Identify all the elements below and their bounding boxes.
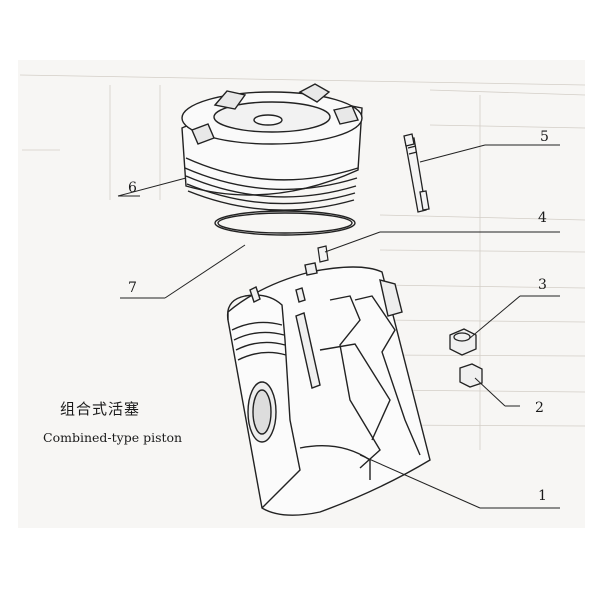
part-1-piston-skirt <box>226 262 431 516</box>
callout-7: 7 <box>128 280 137 296</box>
part-5-stud-bolt <box>403 133 430 213</box>
part-4-pin <box>317 245 329 263</box>
part-6-piston-crown <box>181 83 363 211</box>
part-2-sleeve <box>459 363 483 388</box>
callout-1: 1 <box>538 488 547 504</box>
callout-5: 5 <box>540 129 549 145</box>
callout-3: 3 <box>538 277 547 293</box>
callout-6: 6 <box>128 180 137 196</box>
caption-english: Combined-type piston <box>43 430 183 445</box>
leader-lines <box>117 144 560 509</box>
faded-background-table <box>19 74 586 450</box>
caption-chinese: 组合式活塞 <box>60 400 141 418</box>
part-3-nut <box>449 328 477 356</box>
part-7-seal-ring <box>214 210 356 236</box>
callout-2: 2 <box>535 400 544 416</box>
callout-4: 4 <box>538 210 547 226</box>
